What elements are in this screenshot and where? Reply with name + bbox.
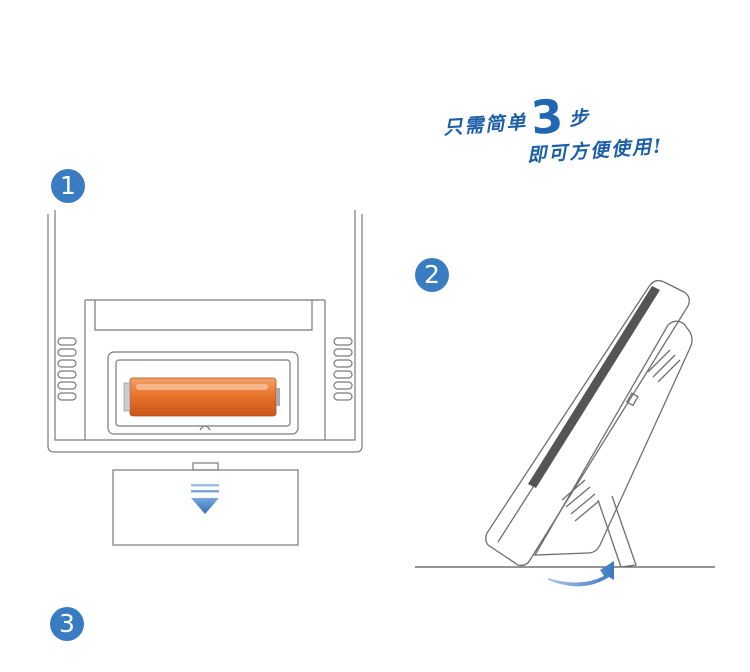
rotate-arrow-icon bbox=[548, 561, 614, 587]
slogan-text-before: 只需简单 bbox=[442, 111, 529, 140]
step-2-badge: 2 bbox=[415, 258, 449, 292]
step-1-badge: 1 bbox=[51, 169, 85, 203]
battery-icon bbox=[123, 377, 280, 417]
down-arrow-icon bbox=[191, 484, 219, 514]
slogan-text-after: 步 bbox=[568, 106, 591, 131]
step-3-badge: 3 bbox=[50, 607, 84, 641]
stand-setup-illustration bbox=[415, 279, 715, 587]
battery-install-illustration bbox=[47, 210, 363, 546]
slogan-number: 3 bbox=[529, 88, 567, 145]
